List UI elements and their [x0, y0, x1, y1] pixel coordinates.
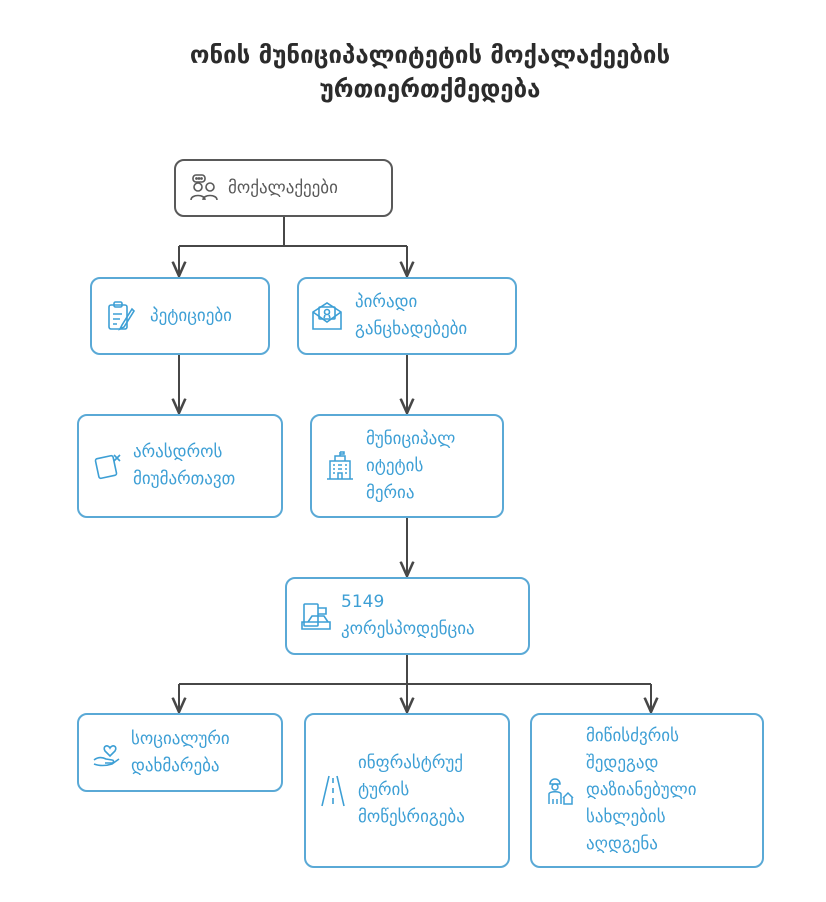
title-line-2: ურთიერთქმედება — [319, 75, 541, 103]
note-x-icon — [93, 450, 125, 482]
users-chat-icon — [188, 172, 220, 204]
node-mayor-line-2: იტეტის — [366, 455, 424, 476]
node-citizens: მოქალაქეები — [174, 159, 393, 217]
worker-house-icon — [544, 775, 576, 807]
node-citizens-line-1: მოქალაქეები — [228, 177, 338, 198]
envelope-letter-icon — [309, 298, 345, 334]
node-earthquake-line-4: სახლების — [586, 807, 666, 827]
node-mayor: მუნიციპალ იტეტის მერია — [310, 414, 504, 518]
edge-citizens-split — [179, 217, 407, 247]
node-infra-line-2: ტურის — [358, 780, 410, 800]
clipboard-pen-icon — [104, 299, 138, 333]
node-personal-line-2: განცხადებები — [355, 319, 468, 339]
node-mayor-line-3: მერია — [366, 482, 415, 503]
helping-hand-icon — [91, 737, 123, 769]
node-petitions-line-1: პეტიციები — [150, 305, 232, 326]
node-social-line-1: სოციალური — [131, 728, 230, 749]
node-earthquake: მიწისძვრის შედეგად დაზიანებული სახლების … — [530, 713, 764, 868]
node-earthquake-line-1: მიწისძვრის — [586, 726, 679, 746]
node-correspondence-line-1: 5149 — [341, 592, 385, 612]
node-correspondence: 5149 კორესპოდენცია — [285, 577, 530, 655]
node-never: არასდროს მიუმართავთ — [77, 414, 283, 518]
city-hall-icon — [322, 448, 358, 484]
node-mayor-line-1: მუნიციპალ — [366, 428, 456, 449]
node-earthquake-line-5: აღდგენა — [586, 834, 658, 854]
node-social: სოციალური დახმარება — [77, 713, 283, 792]
node-earthquake-line-2: შედეგად — [586, 753, 659, 773]
title-line-1: ონის მუნიციპალიტეტის მოქალაქეების — [189, 41, 671, 69]
node-petitions: პეტიციები — [90, 277, 270, 355]
mailbox-icon — [299, 599, 333, 633]
node-infra-line-1: ინფრასტრუქ — [358, 753, 464, 773]
node-social-line-2: დახმარება — [131, 755, 220, 776]
edge-correspondence-split — [179, 655, 651, 685]
diagram-title: ონის მუნიციპალიტეტის მოქალაქეების ურთიერ… — [110, 38, 750, 106]
node-correspondence-line-2: კორესპოდენცია — [341, 619, 475, 639]
node-never-line-1: არასდროს — [133, 442, 223, 462]
node-earthquake-line-3: დაზიანებული — [586, 780, 697, 800]
node-personal-line-1: პირადი — [355, 292, 418, 312]
node-infra-line-3: მოწესრიგება — [358, 807, 465, 827]
node-infra: ინფრასტრუქ ტურის მოწესრიგება — [304, 713, 510, 868]
node-personal: პირადი განცხადებები — [297, 277, 517, 355]
road-icon — [318, 773, 348, 809]
node-never-line-2: მიუმართავთ — [133, 469, 236, 489]
